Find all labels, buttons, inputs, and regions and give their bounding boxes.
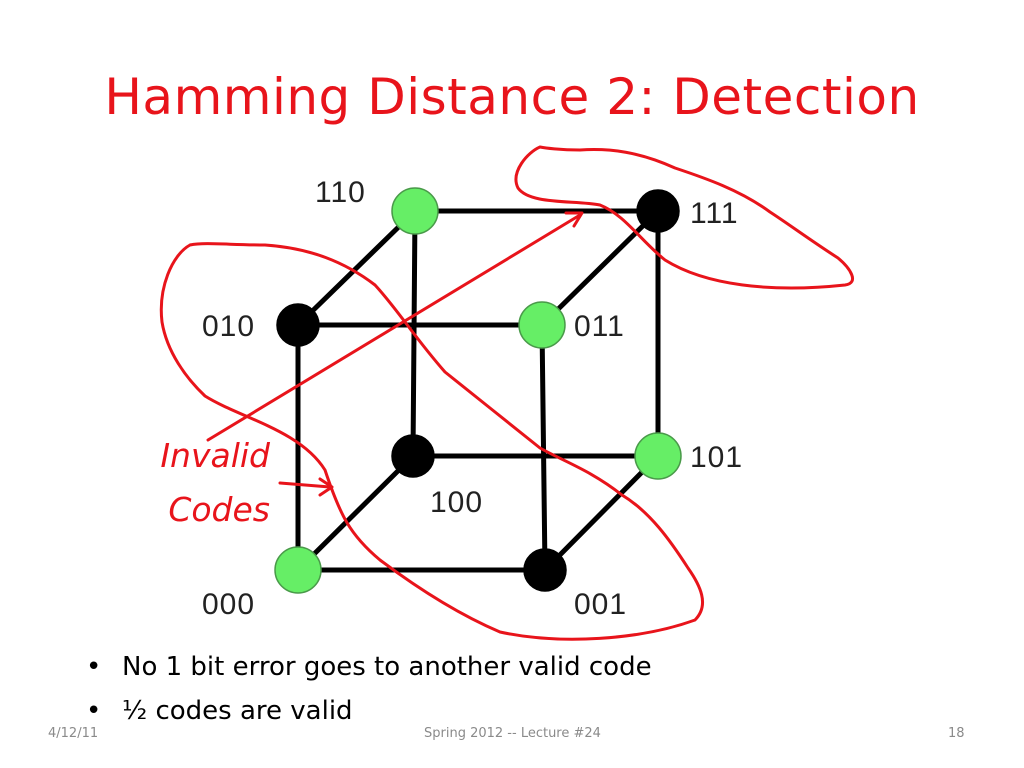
invalid-loop-111 [514,145,855,290]
node-000 [274,546,322,594]
invalid-pointer-arrowhead-111 [564,211,584,228]
bullet-text: ½ codes are valid [122,696,353,726]
node-011 [518,301,566,349]
node-101 [634,432,682,480]
node-001 [523,548,567,592]
slide-title: Hamming Distance 2: Detection [104,68,920,126]
edge-101-001 [542,453,661,573]
node-111 [636,189,680,233]
label-010: 010 [202,310,255,343]
bullet-item: • ½ codes are valid [86,691,652,735]
label-000: 000 [202,588,255,621]
label-111: 111 [690,197,739,230]
node-100 [391,434,435,478]
edge-111-011 [539,208,661,328]
bullet-dot: • [86,696,102,726]
label-001: 001 [574,588,627,621]
node-labels: 110 111 010 011 100 101 000 001 [202,176,743,621]
footer-date: 4/12/11 [48,726,99,741]
edge-011-001 [539,322,548,573]
label-100: 100 [430,486,483,519]
bullet-dot: • [86,652,102,682]
bullet-item: • No 1 bit error goes to another valid c… [86,647,652,691]
edge-100-000 [295,453,416,573]
edge-110-010 [295,208,418,328]
annotations [159,145,855,641]
invalid-codes-label-line1: Invalid [160,436,270,475]
footer-course: Spring 2012 -- Lecture #24 [424,726,601,741]
node-010 [276,303,320,347]
invalid-codes-label-line2: Codes [168,490,270,529]
label-101: 101 [690,441,743,474]
bullet-list: • No 1 bit error goes to another valid c… [86,647,652,735]
invalid-pointer-arrow-to-111 [206,213,582,442]
invalid-pointer-arrowhead-middle [318,477,334,497]
node-110 [391,187,439,235]
label-110: 110 [315,176,366,209]
invalid-loop-middle [159,242,705,641]
bullet-text: No 1 bit error goes to another valid cod… [122,652,652,682]
label-011: 011 [574,310,625,343]
cube-nodes [274,187,682,594]
footer-page-number: 18 [948,726,965,741]
invalid-pointer-arrow-to-middle [278,481,332,489]
